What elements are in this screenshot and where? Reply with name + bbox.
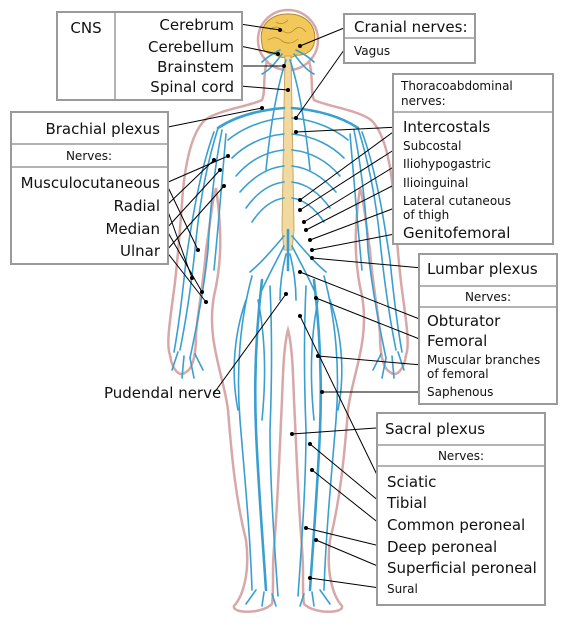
cns-heading: CNS <box>70 19 101 37</box>
brachial-heading: Brachial plexus <box>45 120 160 138</box>
brachial-label-musculocutaneous: Musculocutaneous <box>21 174 161 192</box>
sacral-label-sural: Sural <box>387 582 418 596</box>
cranial-nerves-box: Cranial nerves: Vagus <box>343 13 476 64</box>
sacral-label-superficial-peroneal: Superficial peroneal <box>387 559 537 577</box>
sacral-plexus-box: Sacral plexus Nerves: Sciatic Tibial Com… <box>376 412 546 606</box>
thoracoabdominal-label-lateral-cutaneous: Lateral cutaneous <box>403 194 511 208</box>
pudendal-nerve-label: Pudendal nerve <box>104 384 221 402</box>
body-outline <box>167 56 409 613</box>
cns-label-spinal-cord: Spinal cord <box>150 78 234 96</box>
sacral-label-common-peroneal: Common peroneal <box>387 516 525 534</box>
thoracoabdominal-label-of-thigh: of thigh <box>403 208 449 222</box>
cns-label-cerebrum: Cerebrum <box>159 16 234 34</box>
lumbar-subheading: Nerves: <box>465 290 511 304</box>
brain-folds <box>267 19 307 44</box>
thoracoabdominal-label-intercostals: Intercostals <box>403 118 490 136</box>
thoracoabdominal-label-subcostal: Subcostal <box>403 139 461 153</box>
leader-lines <box>165 23 423 589</box>
thoracoabdominal-box: Thoracoabdominal nerves: Intercostals Su… <box>392 73 554 245</box>
spinal-cord <box>281 55 295 251</box>
lumbar-label-obturator: Obturator <box>427 312 501 330</box>
brachial-subheading: Nerves: <box>66 149 112 163</box>
brachial-label-median: Median <box>105 220 160 238</box>
thoracoabdominal-heading-1: Thoracoabdominal <box>400 79 513 93</box>
thoracoabdominal-label-genitofemoral: Genitofemoral <box>403 224 510 242</box>
thoracoabdominal-label-ilioinguinal: Ilioinguinal <box>403 176 468 190</box>
sacral-subheading: Nerves: <box>438 449 484 463</box>
lumbar-plexus-box: Lumbar plexus Nerves: Obturator Femoral … <box>418 253 558 405</box>
cns-label-brainstem: Brainstem <box>157 58 234 76</box>
lumbar-label-of-femoral: of femoral <box>427 367 489 381</box>
brachial-label-ulnar: Ulnar <box>120 242 161 260</box>
cranial-heading: Cranial nerves: <box>354 18 468 36</box>
lumbar-heading: Lumbar plexus <box>427 260 538 278</box>
sacral-label-deep-peroneal: Deep peroneal <box>387 538 497 556</box>
lumbar-label-saphenous: Saphenous <box>427 385 493 399</box>
thoracoabdominal-heading-2: nerves: <box>401 94 446 108</box>
lumbar-label-femoral: Femoral <box>427 332 487 350</box>
sacral-label-tibial: Tibial <box>386 494 427 512</box>
brachial-label-radial: Radial <box>114 197 160 215</box>
lumbar-label-muscular-branches: Muscular branches <box>427 353 540 367</box>
sacral-label-sciatic: Sciatic <box>387 473 436 491</box>
cns-box: CNS Cerebrum Cerebellum Brainstem Spinal… <box>56 11 243 101</box>
brachial-plexus-box: Brachial plexus Nerves: Musculocutaneous… <box>10 111 169 265</box>
sacral-heading: Sacral plexus <box>385 420 485 438</box>
thoracoabdominal-label-iliohypogastric: Iliohypogastric <box>403 157 491 171</box>
brain <box>260 13 316 59</box>
cns-label-cerebellum: Cerebellum <box>148 38 234 56</box>
cranial-label-vagus: Vagus <box>354 44 390 58</box>
